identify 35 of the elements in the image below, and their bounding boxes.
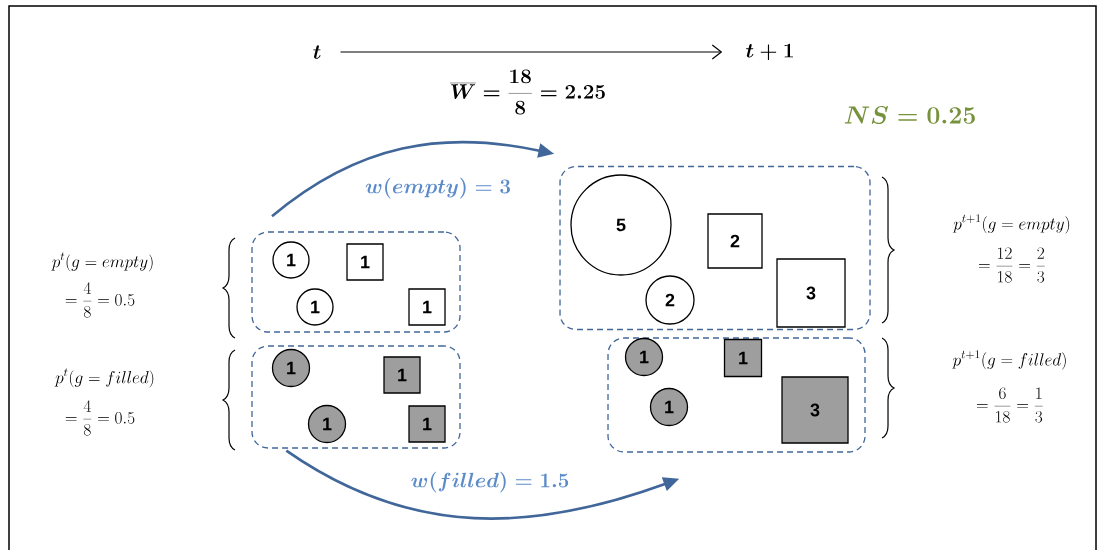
group-box — [251, 231, 461, 333]
time-label: $t$ — [313, 45, 321, 59]
probability-formula: $= \frac{6}{18} = \frac{1}{3}$ — [976, 387, 1043, 423]
square-token: 3 — [776, 258, 846, 328]
square-token: 1 — [383, 356, 421, 394]
square-token: 3 — [781, 376, 849, 444]
group-box — [559, 165, 871, 331]
circle-token: 1 — [307, 404, 347, 444]
circle-token: 1 — [272, 241, 310, 279]
circle-token: 1 — [271, 348, 311, 388]
circle-token: 1 — [649, 387, 689, 427]
square-token: 1 — [723, 338, 763, 378]
time-label: $t + 1$ — [746, 43, 793, 60]
probability-formula: $p^{t+1}(g = empty)$ — [952, 214, 1070, 234]
square-token: 1 — [408, 405, 446, 443]
square-token: 1 — [408, 288, 446, 326]
probability-formula: $p^{t+1}(g = filled)$ — [952, 350, 1066, 370]
formula: $NS = 0.25$ — [844, 106, 975, 124]
circle-token: 5 — [570, 174, 672, 276]
group-box — [607, 337, 866, 453]
circle-token: 1 — [624, 337, 664, 377]
square-token: 1 — [346, 243, 384, 281]
probability-formula: $= \frac{4}{8} = 0.5$ — [65, 400, 135, 436]
probability-formula: $p^{t}(g = empty)$ — [51, 252, 153, 272]
group-box — [251, 345, 461, 449]
circle-token: 2 — [645, 275, 695, 325]
edge-label: $w(filled) = 1.5$ — [408, 469, 572, 495]
formula: $\overline{W} = \frac{18}{8} = 2.25$ — [449, 69, 605, 115]
edge-label: $w(empty) = 3$ — [363, 175, 513, 201]
circle-token: 1 — [296, 288, 334, 326]
probability-formula: $= \frac{4}{8} = 0.5$ — [65, 282, 135, 318]
probability-formula: $= \frac{12}{18} = \frac{2}{3}$ — [978, 247, 1045, 283]
square-token: 2 — [707, 213, 763, 269]
arrow — [339, 44, 723, 60]
probability-formula: $p^{t}(g = filled)$ — [54, 368, 154, 388]
